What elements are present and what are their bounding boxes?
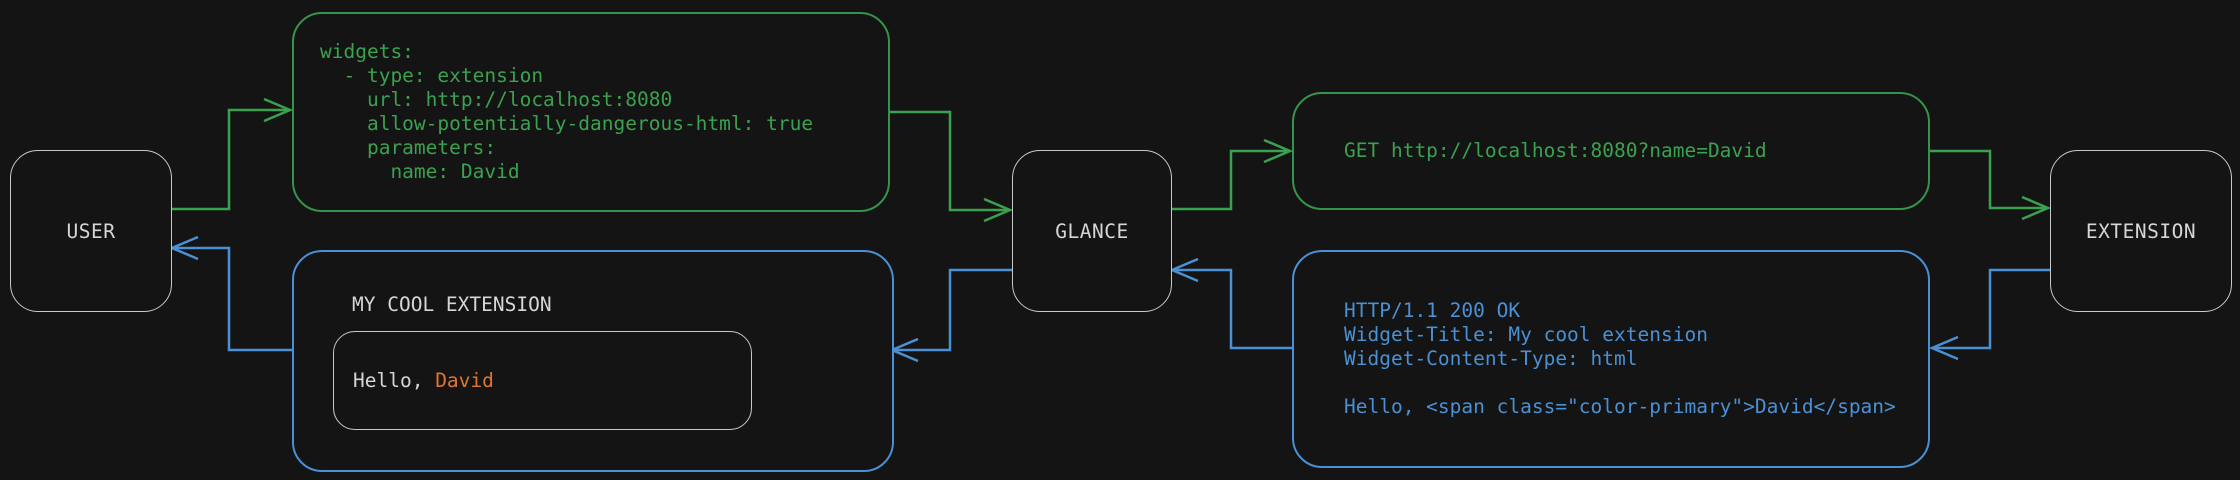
node-extension-label: EXTENSION [2085,219,2197,243]
widget-preview-title: MY COOL EXTENSION [352,293,552,316]
arrow-glance-to-preview [888,268,1012,363]
config-yaml-box: widgets: - type: extension url: http://l… [292,12,890,212]
config-line: allow-potentially-dangerous-html: true [320,112,814,135]
arrow-response-to-glance [1168,257,1292,350]
config-line: widgets: [320,40,414,63]
arrow-request-to-extension [1930,149,2052,221]
config-line: parameters: [320,136,497,159]
request-line: GET http://localhost:8080?name=David [1344,139,1767,162]
arrow-user-to-config [170,97,294,211]
response-line [1344,371,1928,395]
arrow-glance-to-request [1170,138,1294,211]
config-line: - type: extension [320,64,544,87]
node-glance-label: GLANCE [1055,219,1129,243]
response-line: Widget-Content-Type: html [1344,347,1638,370]
widget-preview-box: MY COOL EXTENSION Hello, David [292,250,894,472]
arrow-config-to-glance [890,110,1014,223]
config-line: url: http://localhost:8080 [320,88,673,111]
node-glance: GLANCE [1012,150,1172,312]
http-request-box: GET http://localhost:8080?name=David [1292,92,1930,210]
arrow-extension-to-response [1928,268,2050,361]
response-line: Hello, <span class="color-primary">David… [1344,395,1896,418]
widget-preview-content: Hello, David [333,331,752,430]
node-user: USER [10,150,172,312]
arrow-preview-to-user [168,235,292,352]
http-response-box: HTTP/1.1 200 OK Widget-Title: My cool ex… [1292,250,1930,468]
response-line: Widget-Title: My cool extension [1344,323,1708,346]
greeting-name: David [435,369,494,392]
greeting-text: Hello, [353,369,436,392]
response-line: HTTP/1.1 200 OK [1344,299,1521,322]
config-line: name: David [320,160,520,183]
node-user-label: USER [66,219,116,243]
node-extension: EXTENSION [2050,150,2232,312]
